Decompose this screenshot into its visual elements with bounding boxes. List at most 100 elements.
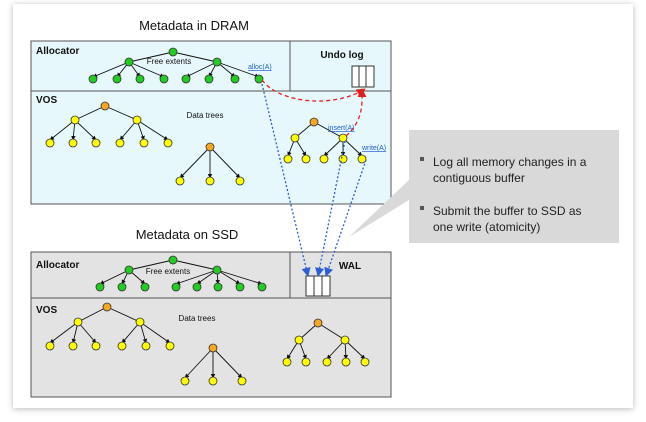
tree-node <box>257 282 267 292</box>
dram-vos-tree-middle <box>175 142 245 186</box>
tree-node <box>124 265 134 275</box>
tree-node <box>208 343 218 353</box>
tree-node <box>237 376 247 386</box>
insert-link[interactable]: insert(A) <box>328 125 354 132</box>
dram-title: Metadata in DRAM <box>139 18 249 33</box>
dram-free-extents-label: Free extents <box>147 57 191 66</box>
tree-node <box>168 255 178 265</box>
tree-node <box>163 138 173 148</box>
alloc-to-undo-log-arrow <box>261 79 366 102</box>
bullet-marker <box>420 206 424 210</box>
tree-node-modified <box>357 154 367 164</box>
tree-node <box>235 176 245 186</box>
tree-node <box>313 318 323 328</box>
tree-node <box>45 341 55 351</box>
dram-vos-tree-left <box>45 101 173 148</box>
tree-node <box>360 357 370 367</box>
tree-node <box>68 138 78 148</box>
tree-node-modified <box>254 74 264 84</box>
tree-node <box>91 341 101 351</box>
tree-node <box>88 74 98 84</box>
wal-buffer <box>305 275 331 297</box>
tree-node <box>290 133 300 143</box>
tree-node <box>212 57 222 67</box>
undo-log-buffer <box>351 65 375 88</box>
insert-to-undo-log-arrow <box>345 88 367 137</box>
tree-node <box>140 282 150 292</box>
tree-node <box>341 357 351 367</box>
callout-bullet-1-line-1: Log all memory changes in a <box>433 155 587 169</box>
dram-vos-label: VOS <box>36 95 57 106</box>
tree-node <box>165 341 175 351</box>
tree-node <box>95 282 105 292</box>
tree-node <box>180 376 190 386</box>
tree-node <box>283 154 293 164</box>
dram-data-trees-label: Data trees <box>187 111 224 120</box>
callout-box <box>349 130 619 243</box>
callout-bullet-2-line-2: one write (atomicity) <box>433 220 540 234</box>
tree-node <box>168 47 178 57</box>
ssd-vos-tree-middle <box>180 343 247 386</box>
tree-node <box>301 357 311 367</box>
tree-node <box>135 317 145 327</box>
alloc-link[interactable]: alloc(A) <box>248 64 272 71</box>
write-to-wal-arrow <box>324 159 367 277</box>
undo-log-box <box>289 40 392 92</box>
tree-node <box>282 357 292 367</box>
tree-node <box>212 265 222 275</box>
write-link[interactable]: write(A) <box>361 145 386 152</box>
callout-bullet-2-line-1: Submit the buffer to SSD as <box>433 204 582 218</box>
ssd-title: Metadata on SSD <box>136 227 239 242</box>
tree-node <box>117 341 127 351</box>
ssd-vos-label: VOS <box>36 305 57 316</box>
undo-log-label: Undo log <box>320 50 363 61</box>
tree-node <box>141 341 151 351</box>
tree-node <box>115 138 125 148</box>
tree-node <box>235 282 245 292</box>
tree-node-modified <box>338 133 348 143</box>
tree-node <box>132 115 142 125</box>
tree-node <box>205 142 215 152</box>
tree-node <box>117 282 127 292</box>
tree-node <box>181 74 191 84</box>
ssd-allocator-label: Allocator <box>36 260 79 271</box>
tree-node <box>204 74 214 84</box>
alloc-to-wal-arrow <box>261 83 311 277</box>
wal-box <box>289 251 392 299</box>
tree-node <box>100 101 110 111</box>
ssd-vos-tree-right <box>282 318 370 367</box>
ssd-vos-tree-left <box>45 302 175 351</box>
dram-vos-tree-right <box>283 117 367 164</box>
tree-node <box>175 176 185 186</box>
tree-node <box>91 138 101 148</box>
bullet-marker <box>420 157 424 161</box>
tree-node <box>340 335 350 345</box>
tree-node <box>102 302 112 312</box>
tree-node <box>45 138 55 148</box>
tree-node <box>301 154 311 164</box>
dram-allocator-label: Allocator <box>36 46 79 57</box>
insert-to-wal-arrow <box>315 140 346 277</box>
tree-node <box>70 115 80 125</box>
tree-node <box>322 357 332 367</box>
callout-bullet-1-line-2: contiguous buffer <box>433 171 525 185</box>
tree-node <box>294 335 304 345</box>
tree-node <box>112 74 122 84</box>
tree-node <box>230 74 240 84</box>
tree-node <box>135 74 145 84</box>
ssd-data-trees-label: Data trees <box>179 314 216 323</box>
tree-node <box>139 138 149 148</box>
tree-node <box>205 176 215 186</box>
tree-node <box>309 117 319 127</box>
tree-node <box>171 282 181 292</box>
tree-node <box>124 57 134 67</box>
ssd-free-extents-label: Free extents <box>146 267 190 276</box>
tree-node <box>73 317 83 327</box>
tree-node <box>213 282 223 292</box>
ssd-allocator-tree <box>95 255 267 292</box>
dram-allocator-tree <box>88 47 264 84</box>
tree-node <box>208 376 218 386</box>
tree-node <box>319 154 329 164</box>
tree-node <box>68 341 78 351</box>
